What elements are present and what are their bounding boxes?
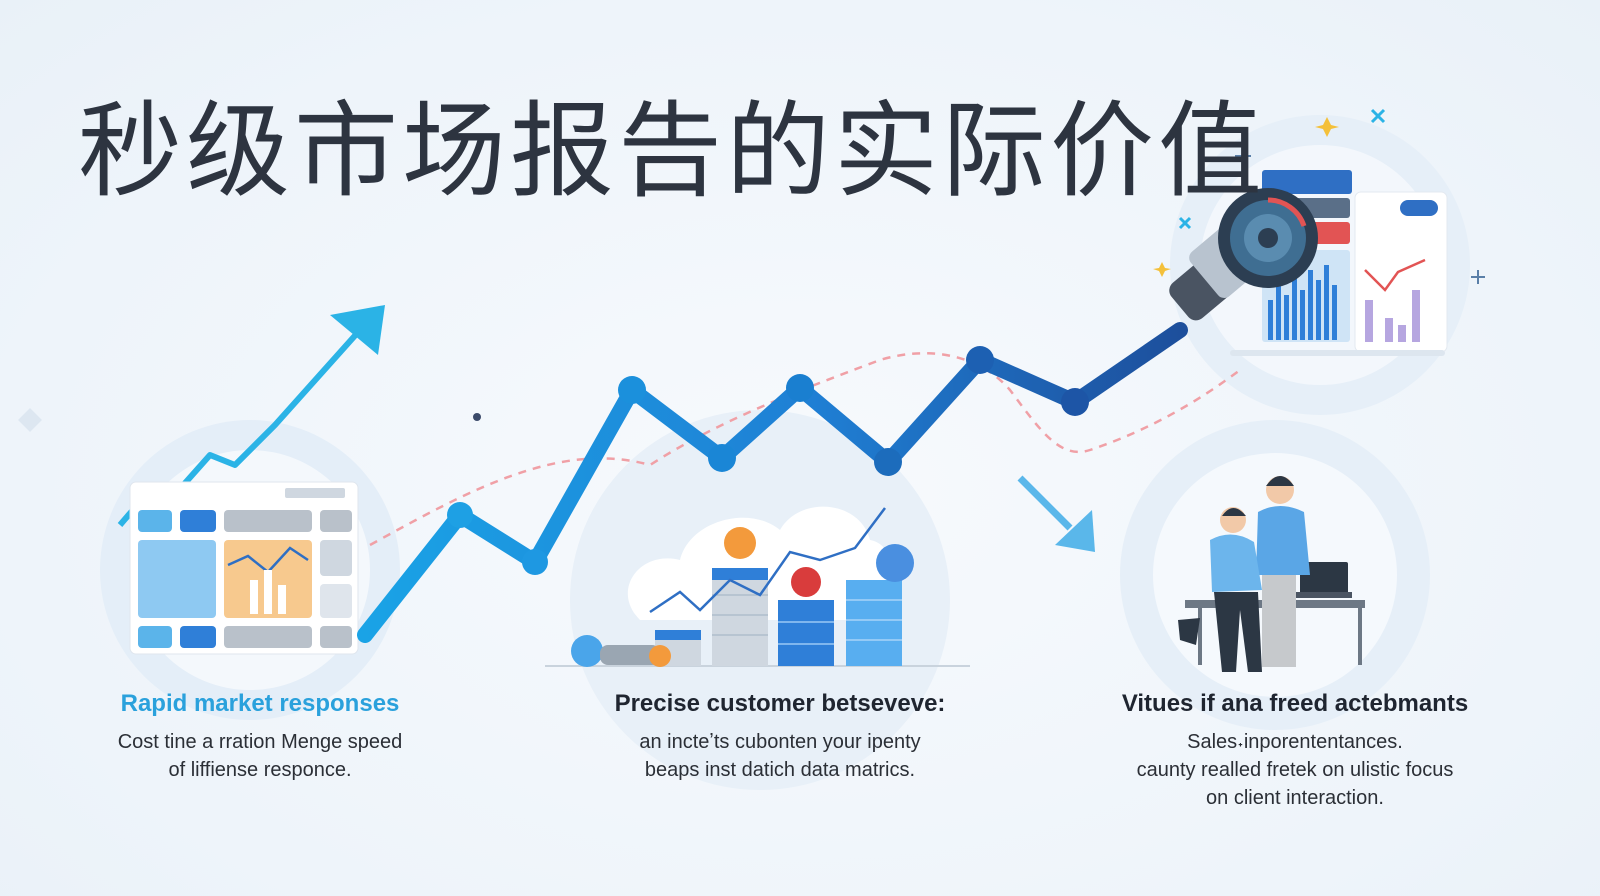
section-heading: Rapid market responses [120,690,400,717]
main-growth-line [357,322,1188,643]
section-rapid-market: Rapid market responses Cost tine a rrati… [60,690,460,784]
dashboard-icon [129,481,359,655]
section-text-line: beaps inst datich data matrics. [644,759,916,781]
magnifier-chart-icon [1169,170,1448,356]
star-icon [1315,117,1339,137]
line-node [618,376,646,404]
down-arrow-line [1017,475,1073,531]
star-icon [1153,262,1171,277]
dashed-trend-line [369,352,1241,547]
section-heading: Vitues if ana freed actebmants [1121,690,1469,717]
plus-icon [1471,270,1485,284]
section-text-line: Sales˖inporententances. [1187,731,1403,753]
line-node [522,549,548,575]
diamond-icon [18,408,42,432]
rising-arrow-head-icon [330,305,385,355]
section-text-line: an incteʼts cubonten your ipenty [639,731,921,753]
line-node [447,502,473,528]
page-title: 秒级市场报告的实际价值 [78,90,1267,212]
section-text-line: Cost tine a rration Menge speed [117,731,403,753]
section-text-line: of liffiense responce. [168,759,352,781]
line-node [966,346,994,374]
down-arrow-head-icon [1055,510,1095,552]
line-node [786,374,814,402]
database-chart-icon [545,506,970,667]
plus-icon [1235,148,1251,164]
line-node [874,448,902,476]
people-at-desk-icon [1178,476,1365,672]
section-text-line: caunty realled fretek on ulistic focus [1136,759,1454,781]
section-vitues: Vitues if ana freed actebmants Sales˖inp… [1060,690,1530,812]
sparkle-icon [1178,108,1386,230]
section-text-line: on client interaction. [1206,787,1384,809]
line-node [708,444,736,472]
section-precise-customer: Precise customer betseveve: an incteʼts … [560,690,1000,784]
section-heading: Precise customer betseveve: [614,690,946,717]
line-node [1061,388,1089,416]
dot-icon [473,413,481,421]
